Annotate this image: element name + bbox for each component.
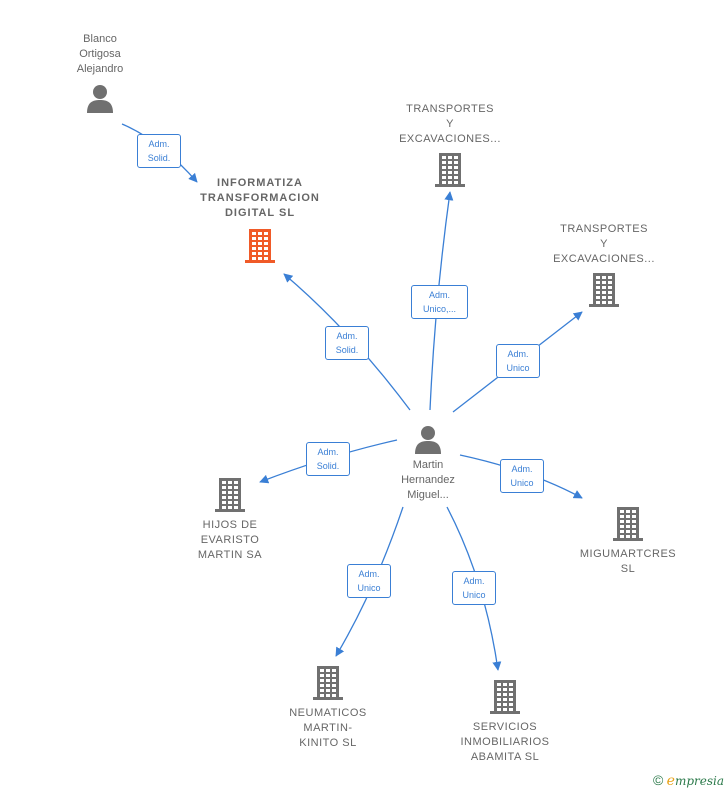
- building-icon: [613, 507, 643, 541]
- company-node-neumaticos[interactable]: NEUMATICOS MARTIN- KINITO SL: [266, 666, 390, 751]
- person-node-martin[interactable]: Martin Hernandez Miguel...: [368, 424, 488, 503]
- edge-label-martin-neumaticos: Adm. Unico: [347, 564, 391, 598]
- building-icon: [490, 680, 520, 714]
- node-label: HIJOS DE EVARISTO MARTIN SA: [197, 519, 263, 561]
- person-icon: [87, 85, 113, 113]
- node-label: NEUMATICOS MARTIN- KINITO SL: [289, 707, 367, 749]
- company-node-informatiza[interactable]: INFORMATIZA TRANSFORMACION DIGITAL SL: [180, 176, 340, 263]
- node-label: TRANSPORTES Y EXCAVACIONES...: [399, 103, 501, 145]
- building-icon: [215, 478, 245, 512]
- edge-label-martin-transportes-2: Adm. Unico: [496, 344, 540, 378]
- edge-label-blanco-informatiza: Adm. Solid.: [137, 134, 181, 168]
- brand-logo: © empresia: [653, 772, 724, 789]
- copyright-symbol: ©: [652, 772, 664, 788]
- building-icon: [589, 273, 619, 307]
- edge-label-martin-servicios: Adm. Unico: [452, 571, 496, 605]
- node-label: TRANSPORTES Y EXCAVACIONES...: [553, 223, 655, 265]
- company-node-migumartcres[interactable]: MIGUMARTCRES SL: [566, 507, 690, 577]
- company-node-servicios[interactable]: SERVICIOS INMOBILIARIOS ABAMITA SL: [440, 680, 570, 765]
- company-node-hijos[interactable]: HIJOS DE EVARISTO MARTIN SA: [168, 478, 292, 563]
- edge-label-martin-transportes-1: Adm. Unico,...: [411, 285, 468, 319]
- company-node-transportes-1[interactable]: TRANSPORTES Y EXCAVACIONES...: [380, 102, 520, 187]
- node-label: SERVICIOS INMOBILIARIOS ABAMITA SL: [460, 721, 550, 763]
- building-icon: [435, 153, 465, 187]
- edge-label-martin-informatiza: Adm. Solid.: [325, 326, 369, 360]
- company-node-transportes-2[interactable]: TRANSPORTES Y EXCAVACIONES...: [534, 222, 674, 307]
- brand-initial: e: [666, 773, 675, 789]
- building-icon: [313, 666, 343, 700]
- person-icon: [415, 426, 441, 454]
- brand-name: mpresia: [674, 774, 724, 788]
- building-icon: [245, 229, 275, 263]
- node-label: MIGUMARTCRES SL: [579, 548, 677, 575]
- person-node-blanco[interactable]: Blanco Ortigosa Alejandro: [40, 32, 160, 113]
- edge-label-martin-hijos: Adm. Solid.: [306, 442, 350, 476]
- node-label: INFORMATIZA TRANSFORMACION DIGITAL SL: [200, 177, 320, 219]
- node-label: Martin Hernandez Miguel...: [401, 459, 455, 501]
- edge-label-martin-migumartcres: Adm. Unico: [500, 459, 544, 493]
- node-label: Blanco Ortigosa Alejandro: [76, 33, 124, 75]
